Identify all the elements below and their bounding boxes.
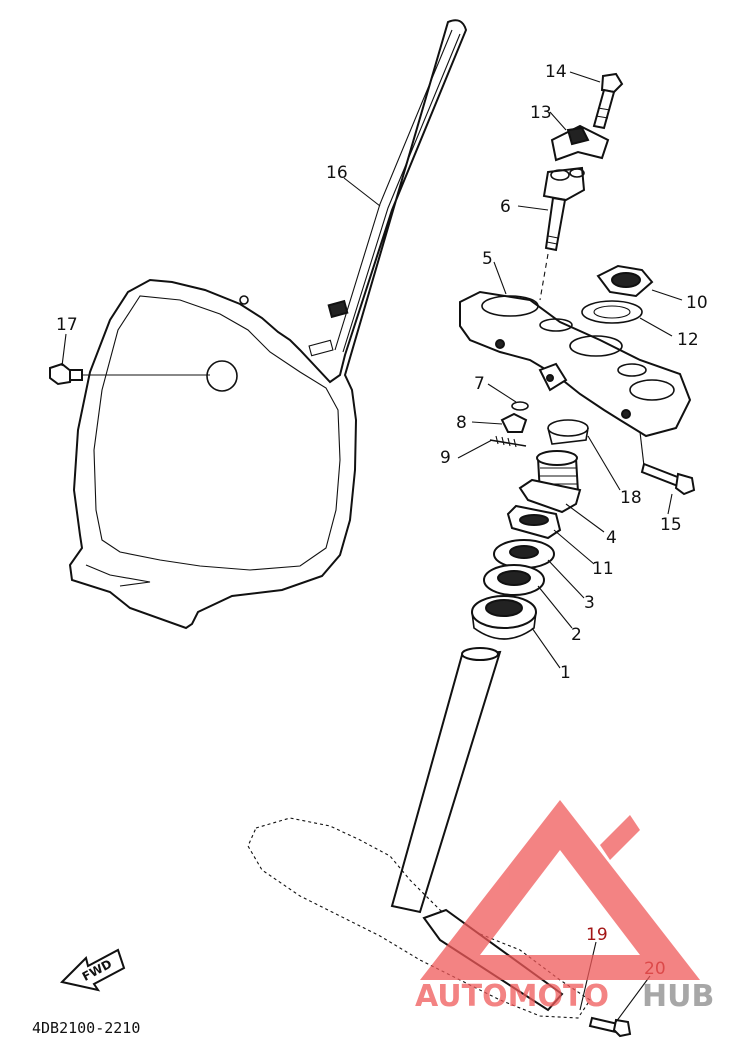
part-label-12: 12: [677, 330, 699, 350]
bearing-cover-3: [493, 539, 555, 569]
part-label-15: 15: [660, 515, 682, 535]
part-label-2: 2: [571, 625, 582, 645]
part-label-6: 6: [500, 197, 511, 217]
watermark-text-hub: HUB: [642, 979, 714, 1014]
screw-9: [489, 435, 527, 448]
bolt-20: [588, 1016, 632, 1038]
bearing-2: [483, 564, 545, 596]
part-label-13: 13: [530, 103, 552, 123]
holder-lower-6: [539, 166, 586, 301]
bolt-15: [640, 462, 696, 496]
automotohub-watermark: AUTOMOTO HUB: [415, 800, 714, 1014]
part-label-4: 4: [606, 528, 617, 548]
part-label-9: 9: [440, 448, 451, 468]
watermark-text-main: AUTOMOTO: [415, 979, 609, 1014]
part-label-7: 7: [474, 374, 485, 394]
nut-8: [500, 412, 528, 433]
leader-lines: [61, 71, 683, 1023]
part-label-1: 1: [560, 663, 571, 683]
bolt-17: [49, 362, 210, 386]
part-label-16: 16: [326, 163, 348, 183]
part-label-5: 5: [482, 249, 493, 269]
nut-10: [596, 264, 654, 298]
part-label-18: 18: [620, 488, 642, 508]
cover-18: [547, 419, 589, 445]
ring-nut-4: [518, 450, 582, 514]
upper-bracket-5: [459, 290, 692, 438]
washer-7: [511, 401, 529, 411]
part-label-14: 14: [545, 62, 567, 82]
part-label-3: 3: [584, 593, 595, 613]
part-label-11: 11: [592, 559, 614, 579]
washer-12: [581, 300, 643, 324]
reference-code: 4DB2100-2210: [32, 1019, 140, 1037]
fwd-arrow-icon: FWD: [60, 948, 126, 992]
number-plate: [68, 19, 468, 630]
bolt-14: [592, 72, 624, 130]
part-label-10: 10: [686, 293, 708, 313]
watermark-logo-icon: [420, 800, 700, 980]
part-label-17: 17: [56, 315, 78, 335]
ring-nut-11: [506, 504, 562, 540]
seal-1: [471, 595, 537, 640]
part-label-8: 8: [456, 413, 467, 433]
part-label-19: 19: [586, 925, 608, 945]
holder-upper-13: [550, 124, 610, 162]
